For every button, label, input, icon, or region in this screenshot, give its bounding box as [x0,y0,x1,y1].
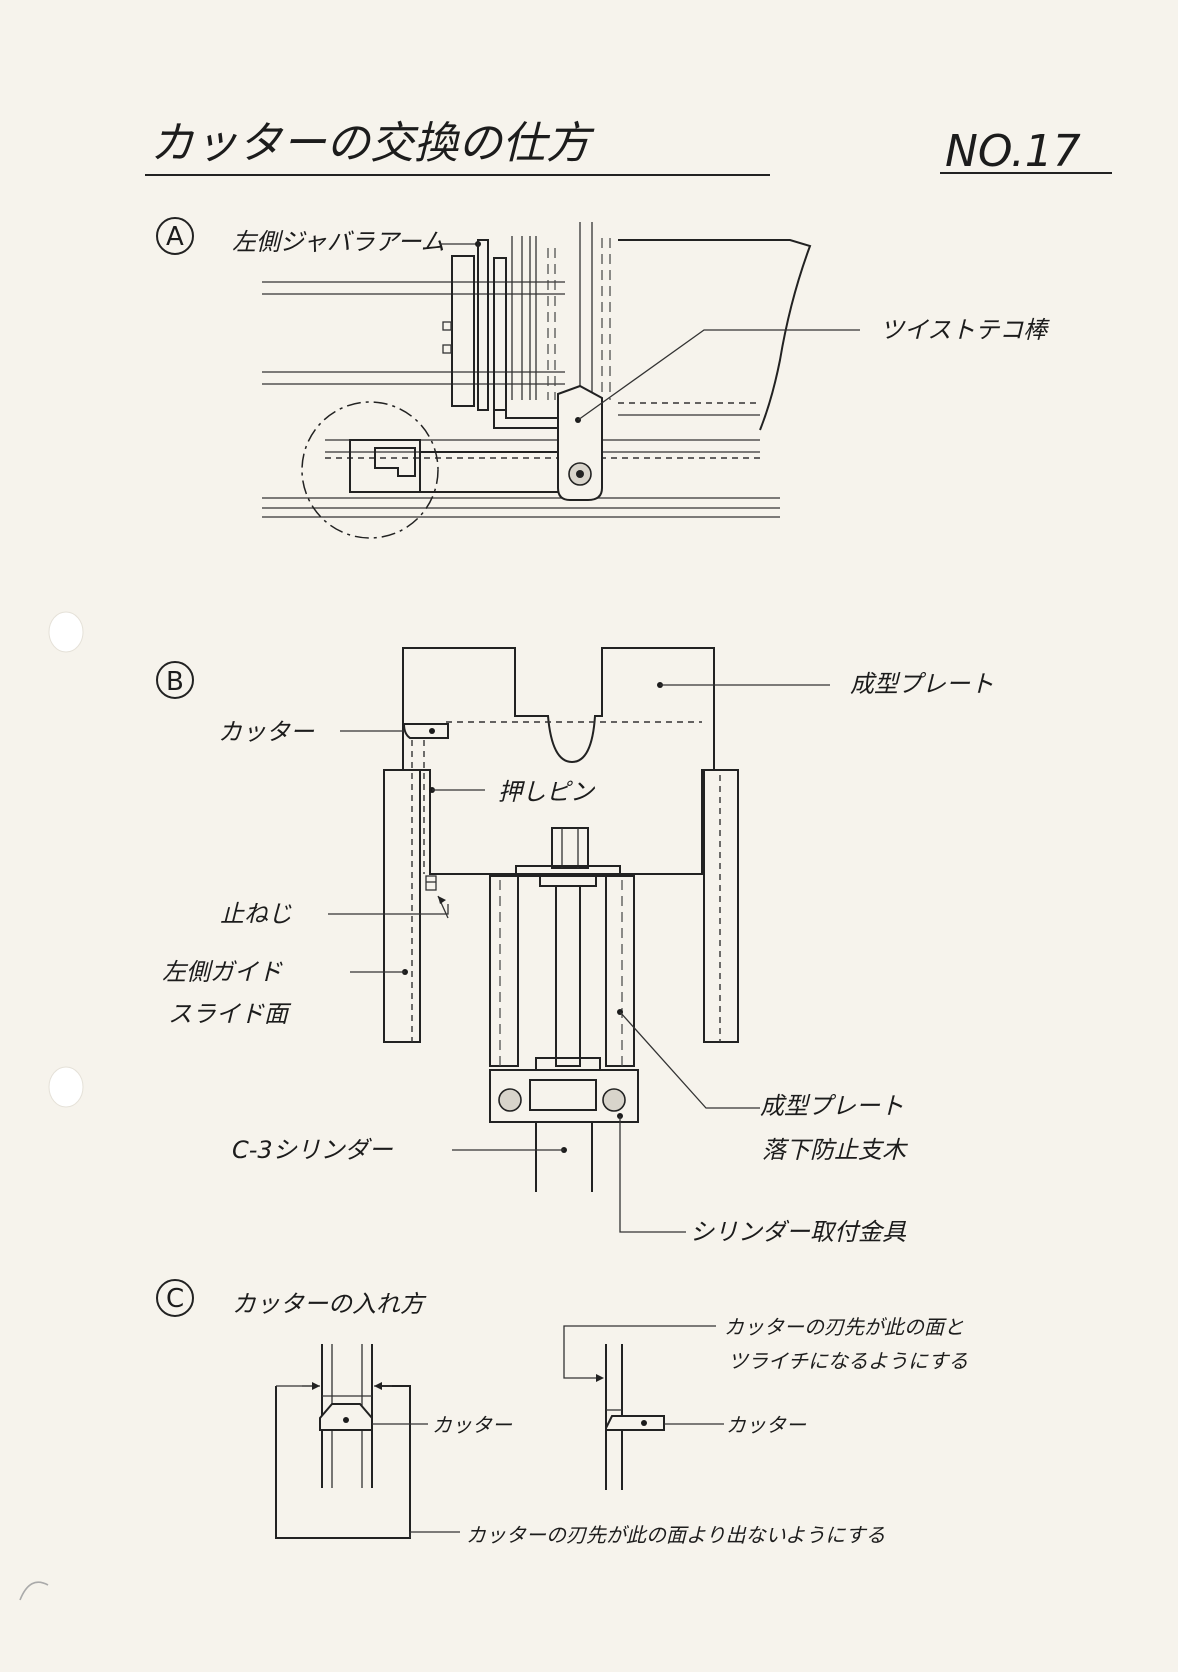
flush-note-line1: カッターの刃先が此の面と [724,1315,964,1339]
push-pin-label: 押しピン [498,778,596,806]
section-a-marker: A [166,222,184,252]
twist-lever-label: ツイストテコ棒 [880,316,1050,344]
header: カッターの交換の仕方 NO.17 [145,118,1112,177]
section-a-marker-circle [156,217,194,255]
left-guide-label-line1: 左側ガイド [162,958,283,986]
section-b-marker-circle [156,661,194,699]
page-number: NO.17 [945,126,1081,177]
cutter-label-c-left: カッター [432,1413,513,1437]
not-protrude-note: カッターの刃先が此の面より出ないようにする [466,1523,885,1547]
section-b-diagram: B 成型プレート カッター 押しピン 止ねじ 左側ガイド ス [156,647,994,1246]
section-c-heading: カッターの入れ方 [232,1290,427,1318]
section-a-diagram: A 左側ジャバラアーム [156,217,1050,539]
section-c-marker-circle [156,1279,194,1317]
drop-support-label-line2: 落下防止支木 [762,1136,908,1164]
section-c-diagram: C カッターの入れ方 カッター カッターの刃先が此の面より出ないようにする カッ… [156,1279,968,1547]
cylinder-bracket-label: シリンダー取付金具 [690,1218,907,1246]
binder-holes [19,611,84,1601]
forming-plate-label: 成型プレート [850,670,994,698]
left-bellows-arm-label: 左側ジャバラアーム [232,228,445,256]
drop-support-label-line1: 成型プレート [760,1092,904,1120]
section-c-marker: C [166,1284,184,1314]
flush-note-line2: ツライチになるようにする [728,1349,968,1373]
cutter-label-b: カッター [218,718,315,746]
c3-cylinder-label: C-3シリンダー [232,1136,394,1164]
set-screw-label: 止ねじ [220,900,292,928]
cutter-label-c-right: カッター [726,1413,807,1437]
page-title: カッターの交換の仕方 [150,118,595,169]
left-guide-label-line2: スライド面 [168,1000,292,1028]
section-b-marker: B [166,667,184,697]
